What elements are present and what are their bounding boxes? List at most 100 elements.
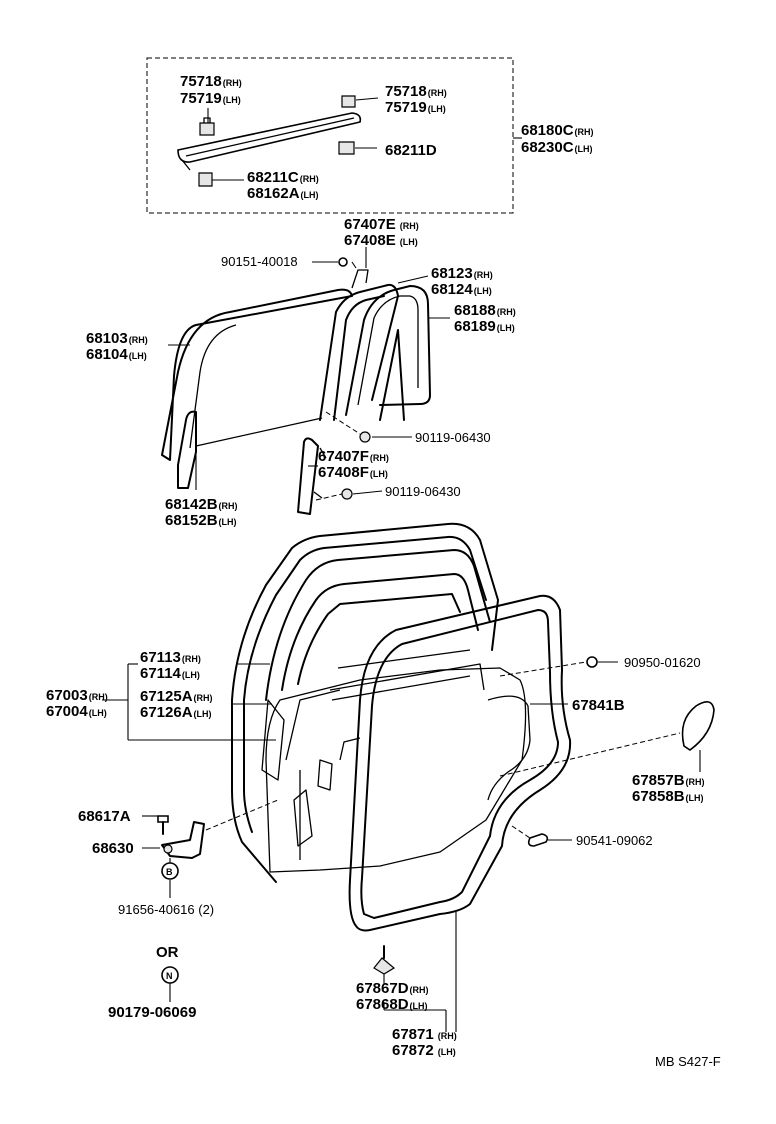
part-number: 75718 [180,73,222,90]
window-frame-group [161,247,450,515]
part-number: 67003 [46,687,88,704]
part-number: 68211C [247,169,299,186]
side-note: (RH) [575,127,594,137]
svg-text:67126A(LH): 67126A(LH) [140,704,212,721]
seal-67841b [339,737,361,761]
svg-text:67407F(RH): 67407F(RH) [318,448,389,465]
weatherstrip-group [102,594,715,1032]
part-number: 67407F [318,448,369,465]
part-number: 68142B [165,496,218,513]
side-note: (LH) [438,1047,456,1057]
part-number: 68180C [521,122,574,139]
side-note: (RH) [182,654,201,664]
bolt-68617a [157,815,169,823]
svg-text:67868D(LH): 67868D(LH) [356,996,428,1013]
part-number: 68189 [454,318,496,335]
clip-75718-right [341,95,356,108]
side-note: (RH) [223,78,242,88]
side-note: (RH) [194,693,213,703]
svg-text:68189(LH): 68189(LH) [454,318,515,335]
part-number: 67872 [392,1042,434,1059]
door-panel-group [157,522,527,883]
clip-68211c [198,172,213,187]
side-note: (LH) [474,286,492,296]
side-note: (RH) [428,88,447,98]
part-number: 67408E [344,232,396,249]
side-note: (RH) [686,777,705,787]
b-circle-text: B [166,867,173,877]
svg-text:67113(RH): 67113(RH) [140,649,201,666]
or-text: OR [156,944,179,961]
screw-90151 [338,257,348,267]
label-90541-09062: 90541-09062 [576,833,653,848]
side-note: (LH) [89,708,107,718]
side-note: (RH) [89,692,108,702]
part-number: 75718 [385,83,427,100]
side-note: (LH) [182,670,200,680]
svg-text:68230C(LH): 68230C(LH) [521,139,593,156]
cover-67857b [681,701,715,751]
part-number: 68230C [521,139,574,156]
svg-text:67867D(RH): 67867D(RH) [356,980,429,997]
figure-code: MB S427-F [655,1054,721,1069]
label-90119-06430-upper: 90119-06430 [415,430,491,445]
label-90179-06069: 90179-06069 [108,1004,196,1021]
svg-text:67858B(LH): 67858B(LH) [632,788,704,805]
svg-text:75718(RH): 75718(RH) [385,83,447,100]
svg-text:75718(RH): 75718(RH) [180,73,242,90]
svg-text:68123(RH): 68123(RH) [431,265,493,282]
part-number: 67857B [632,772,685,789]
glass-run-68123 [319,283,399,421]
side-note: (RH) [497,307,516,317]
part-number: 75719 [385,99,427,116]
side-note: (RH) [129,335,148,345]
side-note: (LH) [223,95,241,105]
side-note: (RH) [370,453,389,463]
lower-channel-68142b [177,410,197,489]
part-number: 67114 [140,665,182,682]
bracket-67407f [297,437,319,515]
screw-90119-lower [341,488,353,500]
svg-text:67857B(RH): 67857B(RH) [632,772,705,789]
part-number: 68152B [165,512,218,529]
svg-text:67408E(LH): 67408E (LH) [344,232,418,249]
part-number: 68162A [247,185,300,202]
part-number: 67868D [356,996,409,1013]
svg-text:68180C(RH): 68180C(RH) [521,122,594,139]
side-note: (RH) [474,270,493,280]
svg-text:67004(LH): 67004(LH) [46,703,107,720]
n-circle-marker [161,966,179,984]
part-number: 67407E [344,216,396,233]
side-note: (LH) [575,144,593,154]
b-circle-marker [161,862,179,880]
side-note: (LH) [219,517,237,527]
svg-text:67125A(RH): 67125A(RH) [140,688,213,705]
part-number: 67004 [46,703,88,720]
label-90950-01620: 90950-01620 [624,655,701,670]
label-67841b: 67841B [572,697,625,714]
bracket-67407e [351,269,369,289]
svg-text:67114(LH): 67114(LH) [140,665,200,682]
side-note: (LH) [428,104,446,114]
part-number: 68104 [86,346,128,363]
hinge-68630 [161,821,205,859]
side-note: (LH) [410,1001,428,1011]
label-90151-40018: 90151-40018 [221,254,298,269]
belt-moulding-group [146,57,522,214]
part-number: 67126A [140,704,193,721]
svg-text:68104(LH): 68104(LH) [86,346,147,363]
screw-90119-upper [359,431,371,443]
svg-text:68142B(RH): 68142B(RH) [165,496,238,513]
part-number: 67867D [356,980,409,997]
svg-text:68103(RH): 68103(RH) [86,330,148,347]
glass-run-68188 [345,285,431,416]
door-shell-67003 [231,522,499,883]
svg-text:67872(LH): 67872 (LH) [392,1042,456,1059]
side-note: (LH) [400,237,418,247]
n-circle-text: N [166,971,173,981]
svg-text:68124(LH): 68124(LH) [431,281,492,298]
part-number: 68124 [431,281,473,298]
clip-75718-left [199,122,215,136]
plug-90541 [527,833,549,847]
